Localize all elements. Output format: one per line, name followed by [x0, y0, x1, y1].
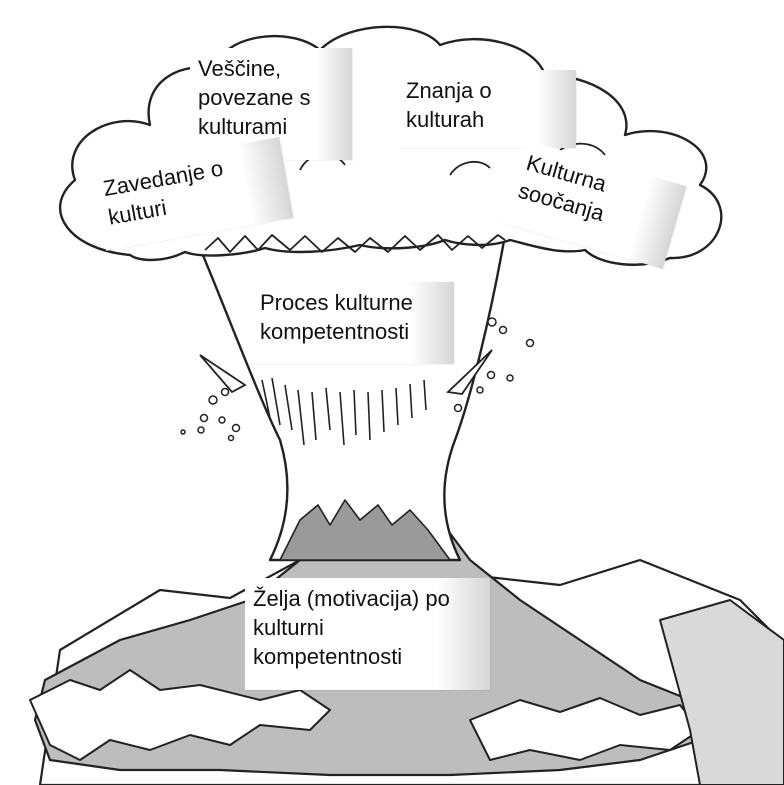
- label-proces-line-1: Proces kulturne: [260, 288, 446, 317]
- label-zelja-line-2: kulturni: [253, 613, 482, 642]
- label-vescine-line-2: povezane s: [198, 83, 344, 112]
- label-proces-line-2: kompetentnosti: [260, 317, 446, 346]
- label-proces: Proces kulturne kompetentnosti: [252, 282, 454, 364]
- label-zelja: Želja (motivacija) po kulturni kompetent…: [245, 578, 490, 690]
- label-zelja-line-3: kompetentnosti: [253, 642, 482, 671]
- label-znanja-line-2: kulturah: [406, 105, 568, 134]
- label-vescine-line-3: kulturami: [198, 112, 344, 141]
- label-zelja-line-1: Želja (motivacija) po: [253, 584, 482, 613]
- label-vescine-line-1: Veščine,: [198, 54, 344, 83]
- label-znanja: Znanja o kulturah: [398, 70, 576, 148]
- jet-left: [200, 355, 245, 392]
- label-znanja-line-1: Znanja o: [406, 76, 568, 105]
